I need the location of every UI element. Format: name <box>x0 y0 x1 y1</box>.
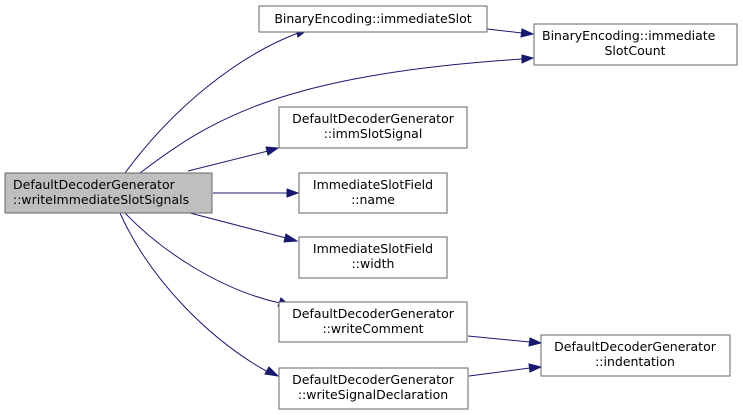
node-label-line2: ::writeSignalDeclaration <box>298 387 448 402</box>
node-label-line1: BinaryEncoding::immediateSlot <box>274 11 471 26</box>
node-isf-name[interactable]: ImmediateSlotField ::name <box>298 172 448 214</box>
node-label-line1: ImmediateSlotField <box>313 177 433 192</box>
node-label-line2: ::width <box>352 256 395 271</box>
node-label-line2: ::writeImmediateSlotSignals <box>13 192 189 207</box>
node-ddg-imm-slot-signal[interactable]: DefaultDecoderGenerator ::immSlotSignal <box>278 106 468 149</box>
node-label-line2: SlotCount <box>604 43 665 58</box>
edge-write-comment-to-indentation <box>467 335 543 347</box>
node-label-line2: ::name <box>351 192 395 207</box>
node-label-line1: DefaultDecoderGenerator <box>292 306 455 321</box>
edge-root-to-imm-slot-signal <box>187 146 280 172</box>
edge-root-to-isf-name <box>213 188 300 198</box>
node-label-line1: DefaultDecoderGenerator <box>13 177 176 192</box>
edge-root-to-immediate-slot-count <box>139 54 535 174</box>
node-isf-width[interactable]: ImmediateSlotField ::width <box>298 236 448 279</box>
node-binary-encoding-immediate-slot-count[interactable]: BinaryEncoding::immediate SlotCount <box>533 23 738 66</box>
edge-write-signal-declaration-to-indentation <box>468 363 543 377</box>
node-label-line1: DefaultDecoderGenerator <box>554 339 717 354</box>
node-binary-encoding-immediate-slot[interactable]: BinaryEncoding::immediateSlot <box>258 5 488 33</box>
node-write-immediate-slot-signals[interactable]: DefaultDecoderGenerator ::writeImmediate… <box>4 172 213 214</box>
edge-root-to-write-comment <box>124 212 293 308</box>
node-label-line1: BinaryEncoding::immediate <box>542 28 716 43</box>
edge-root-to-write-signal-declaration <box>119 212 280 377</box>
node-label-line1: DefaultDecoderGenerator <box>292 372 455 387</box>
edge-root-to-immediate-slot <box>124 27 309 174</box>
node-ddg-write-comment[interactable]: DefaultDecoderGenerator ::writeComment <box>278 301 468 343</box>
node-label-line1: DefaultDecoderGenerator <box>292 111 455 126</box>
edge-immediate-slot-to-immediate-slot-count <box>486 28 535 38</box>
node-ddg-write-signal-declaration[interactable]: DefaultDecoderGenerator ::writeSignalDec… <box>278 367 469 410</box>
edge-root-to-isf-width <box>189 212 299 243</box>
node-label-line2: ::indentation <box>595 354 675 369</box>
node-label-line2: ::writeComment <box>322 321 423 336</box>
node-ddg-indentation[interactable]: DefaultDecoderGenerator ::indentation <box>540 334 731 377</box>
node-label-line2: ::immSlotSignal <box>324 126 423 141</box>
node-label-line1: ImmediateSlotField <box>313 241 433 256</box>
